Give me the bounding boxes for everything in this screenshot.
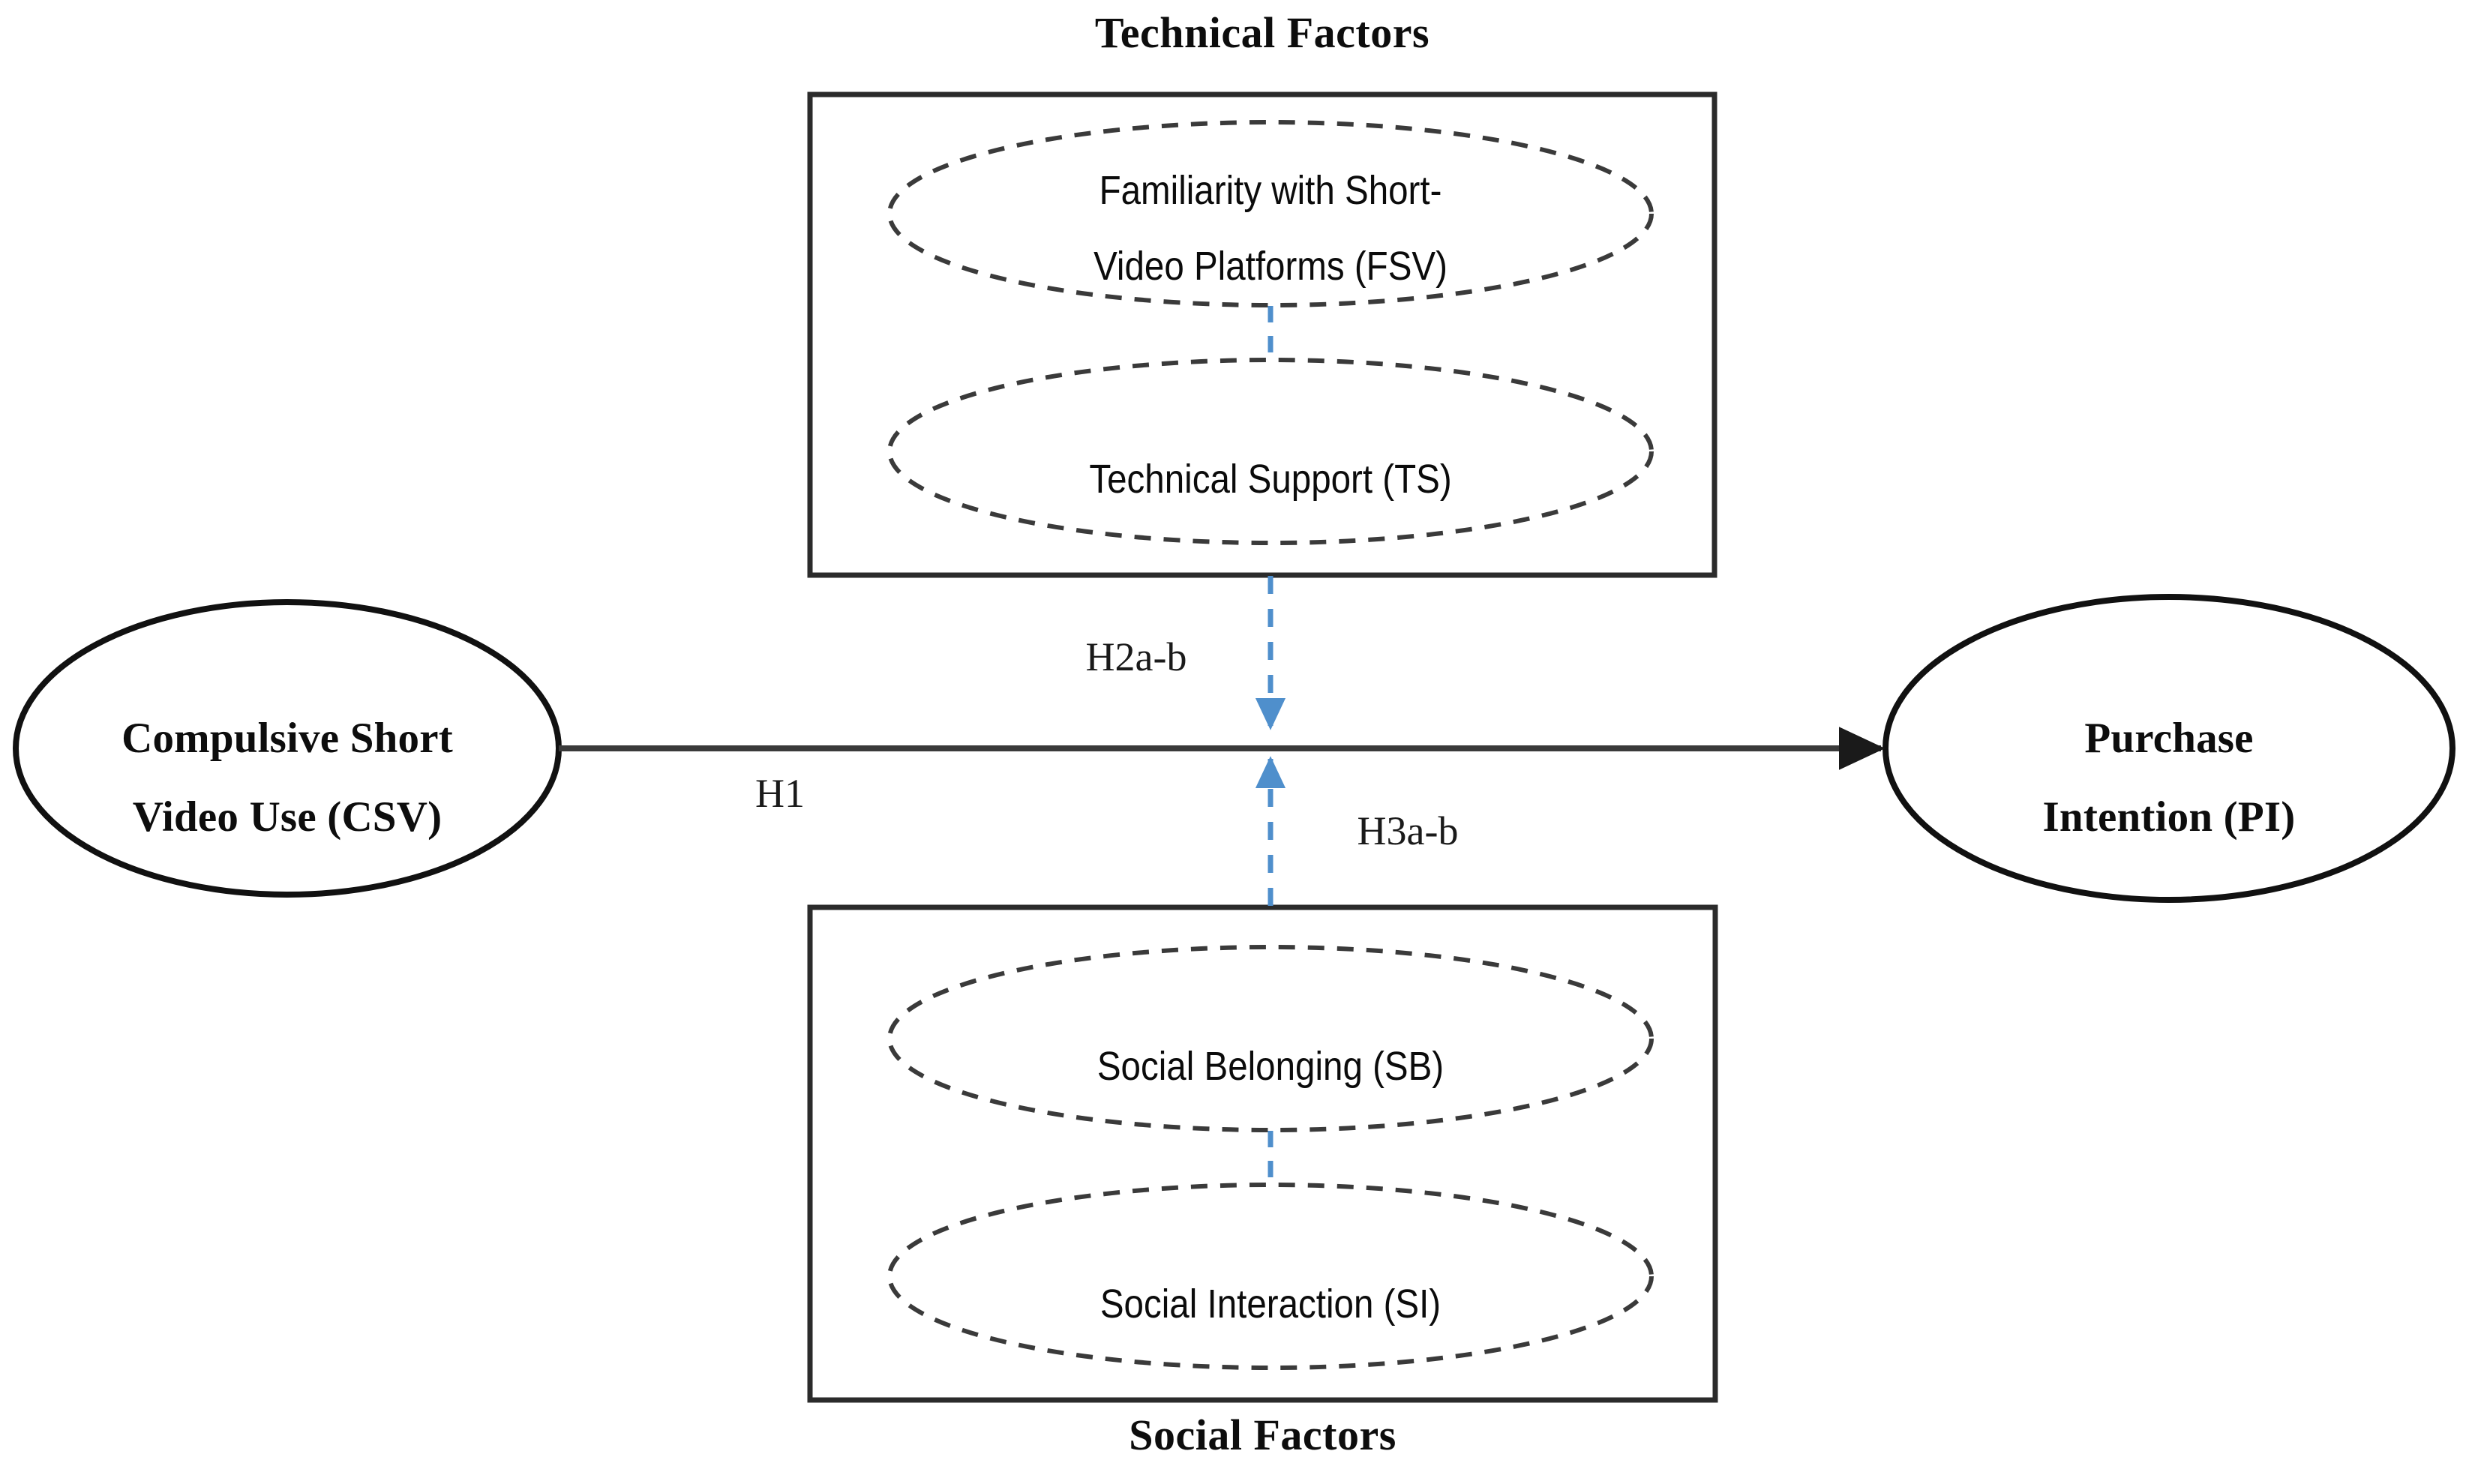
sb-ellipse xyxy=(887,945,1654,1132)
fsv-label: Familiarity with Short- Video Platforms … xyxy=(890,139,1652,319)
pi-label-line1: Purchase xyxy=(2084,714,2254,762)
fsv-label-line2: Video Platforms (FSV) xyxy=(1094,244,1448,289)
si-ellipse xyxy=(887,1183,1654,1370)
h3-label: H3a-b xyxy=(1357,808,1459,853)
pi-label: Purchase Intention (PI) xyxy=(1906,685,2432,871)
h1-label: H1 xyxy=(755,771,805,816)
pi-label-line2: Intention (PI) xyxy=(2042,793,2296,841)
sb-label-line1: Social Belonging (SB) xyxy=(1096,1043,1444,1089)
fsv-ellipse xyxy=(887,120,1654,307)
fsv-label-line1: Familiarity with Short- xyxy=(1099,167,1442,213)
ts-label: Technical Support (TS) xyxy=(890,427,1652,532)
sb-label: Social Belonging (SB) xyxy=(890,1015,1652,1119)
technical-factors-box xyxy=(807,91,1718,578)
si-label: Social Interaction (SI) xyxy=(890,1252,1652,1357)
social-factors-caption: Social Factors xyxy=(1129,1411,1396,1459)
social-factors-box xyxy=(807,904,1718,1403)
csv-label-line1: Compulsive Short xyxy=(122,714,453,762)
csv-label-line2: Video Use (CSV) xyxy=(132,793,442,841)
h2-label: H2a-b xyxy=(1085,634,1187,679)
si-label-line1: Social Interaction (SI) xyxy=(1100,1281,1442,1327)
ts-label-line1: Technical Support (TS) xyxy=(1089,456,1452,502)
pi-ellipse xyxy=(1882,594,2456,903)
csv-label: Compulsive Short Video Use (CSV) xyxy=(25,685,550,871)
technical-factors-caption: Technical Factors xyxy=(1094,8,1430,57)
ts-ellipse xyxy=(887,358,1654,545)
